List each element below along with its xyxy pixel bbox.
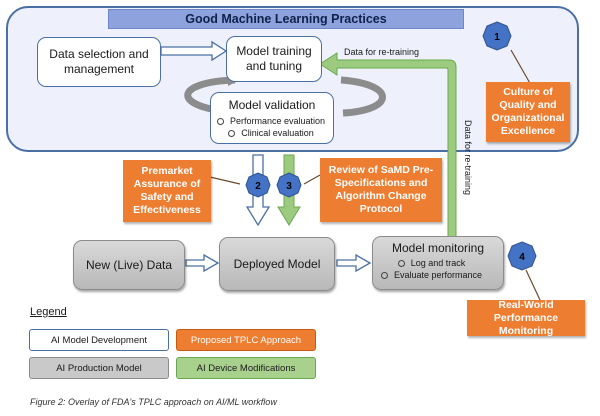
step-4-icon: 4: [507, 241, 537, 271]
list-item: Clinical evaluation: [217, 127, 325, 139]
step-3-icon: 3: [276, 172, 302, 198]
data-selection-box: Data selection and management: [37, 37, 161, 87]
legend-item-development: AI Model Development: [29, 329, 169, 351]
arrow-newdata-to-deployed: [185, 253, 220, 273]
model-validation-items: Performance evaluation Clinical evaluati…: [217, 115, 325, 139]
model-monitoring-items: Log and track Evaluate performance: [381, 257, 482, 281]
model-monitoring-title: Model monitoring: [391, 241, 485, 255]
svg-text:4: 4: [519, 252, 525, 263]
list-item: Performance evaluation: [217, 115, 325, 127]
list-item: Evaluate performance: [381, 269, 482, 281]
legend-item-modifications: AI Device Modifications: [176, 357, 316, 379]
model-training-box: Model training and tuning: [226, 36, 322, 82]
legend-item-production: AI Production Model: [29, 357, 169, 379]
svg-text:3: 3: [286, 181, 292, 192]
figure-caption: Figure 2: Overlay of FDA's TPLC approach…: [30, 397, 277, 407]
retraining-vertical-label: Data for re-training: [463, 120, 473, 195]
step-2-icon: 2: [245, 172, 271, 198]
new-data-box: New (Live) Data: [73, 240, 185, 290]
model-monitoring-box: Model monitoring Log and track Evaluate …: [372, 236, 504, 290]
legend-item-tplc: Proposed TPLC Approach: [176, 329, 316, 351]
arrow-data-to-training: [160, 40, 228, 62]
deployed-model-box: Deployed Model: [219, 237, 335, 291]
real-world-callout: Real-World Performance Monitoring: [467, 299, 585, 337]
review-callout: Review of SaMD Pre-Specifications and Al…: [320, 158, 442, 222]
legend-title: Legend: [30, 306, 67, 318]
premarket-callout: Premarket Assurance of Safety and Effect…: [123, 160, 211, 222]
step-1-icon: 1: [482, 21, 512, 51]
model-validation-box: Model validation Performance evaluation …: [210, 92, 334, 144]
model-validation-title: Model validation: [228, 98, 316, 112]
arrow-retraining-loop: [319, 52, 457, 246]
gmlp-title: Good Machine Learning Practices: [108, 9, 464, 29]
svg-text:2: 2: [255, 181, 261, 192]
culture-callout: Culture of Quality and Organizational Ex…: [486, 82, 570, 142]
svg-text:1: 1: [494, 32, 500, 43]
retraining-horizontal-label: Data for re-training: [344, 47, 419, 57]
arrow-deployed-to-monitoring: [336, 253, 372, 273]
list-item: Log and track: [381, 257, 482, 269]
